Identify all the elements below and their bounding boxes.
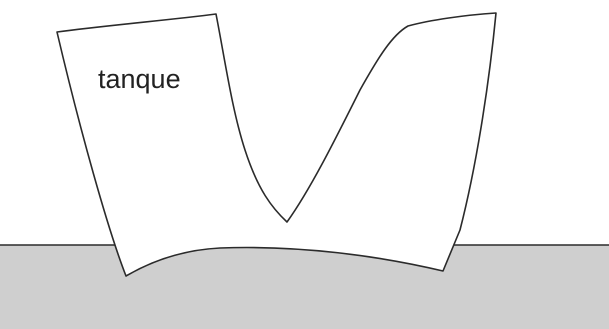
tank-label: tanque bbox=[98, 64, 181, 94]
tank-outline bbox=[56, 12, 497, 277]
ground-region bbox=[0, 245, 609, 329]
